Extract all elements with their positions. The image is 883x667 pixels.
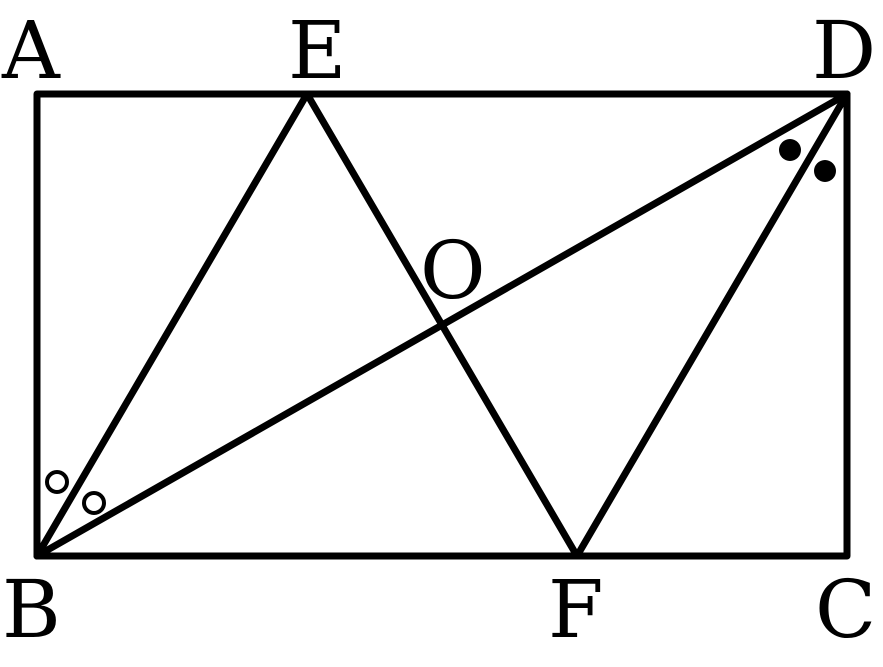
segment-be [33,90,311,560]
label-a: A [1,4,61,97]
angle-mark-open-1 [45,470,69,494]
label-o: O [420,224,486,317]
label-b: B [2,563,61,656]
angle-mark-open-2 [82,491,106,515]
angle-mark-filled-2 [814,160,836,182]
diagonal-bd [33,90,851,560]
label-d: D [812,4,876,97]
label-c: C [815,563,876,656]
label-e: E [288,4,346,97]
angle-mark-filled-1 [779,139,801,161]
label-f: F [548,563,604,656]
rectangle-abcd [33,90,851,560]
segment-fd [573,90,851,560]
